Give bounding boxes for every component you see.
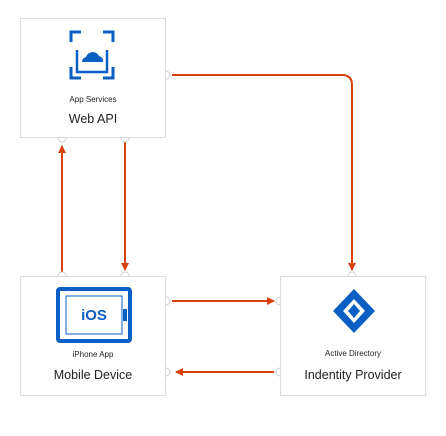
app-services-node[interactable]: App Services Web API xyxy=(20,18,166,138)
connector-api-to-identity xyxy=(172,74,356,271)
ios-label: iOS xyxy=(81,307,107,324)
mobile-device-category: iPhone App xyxy=(72,350,114,359)
app-services-icon xyxy=(69,30,115,80)
active-directory-icon xyxy=(333,289,375,333)
ios-device-icon xyxy=(56,287,132,343)
identity-provider-node[interactable]: Active Directory Indentity Provider xyxy=(280,276,426,396)
mobile-device-title: Mobile Device xyxy=(53,368,133,382)
app-services-title: Web API xyxy=(68,112,118,126)
identity-title: Indentity Provider xyxy=(304,368,402,382)
app-services-category: App Services xyxy=(69,95,117,104)
identity-category: Active Directory xyxy=(324,349,381,358)
mobile-device-node[interactable]: iOS iPhone App Mobile Device xyxy=(20,276,166,396)
